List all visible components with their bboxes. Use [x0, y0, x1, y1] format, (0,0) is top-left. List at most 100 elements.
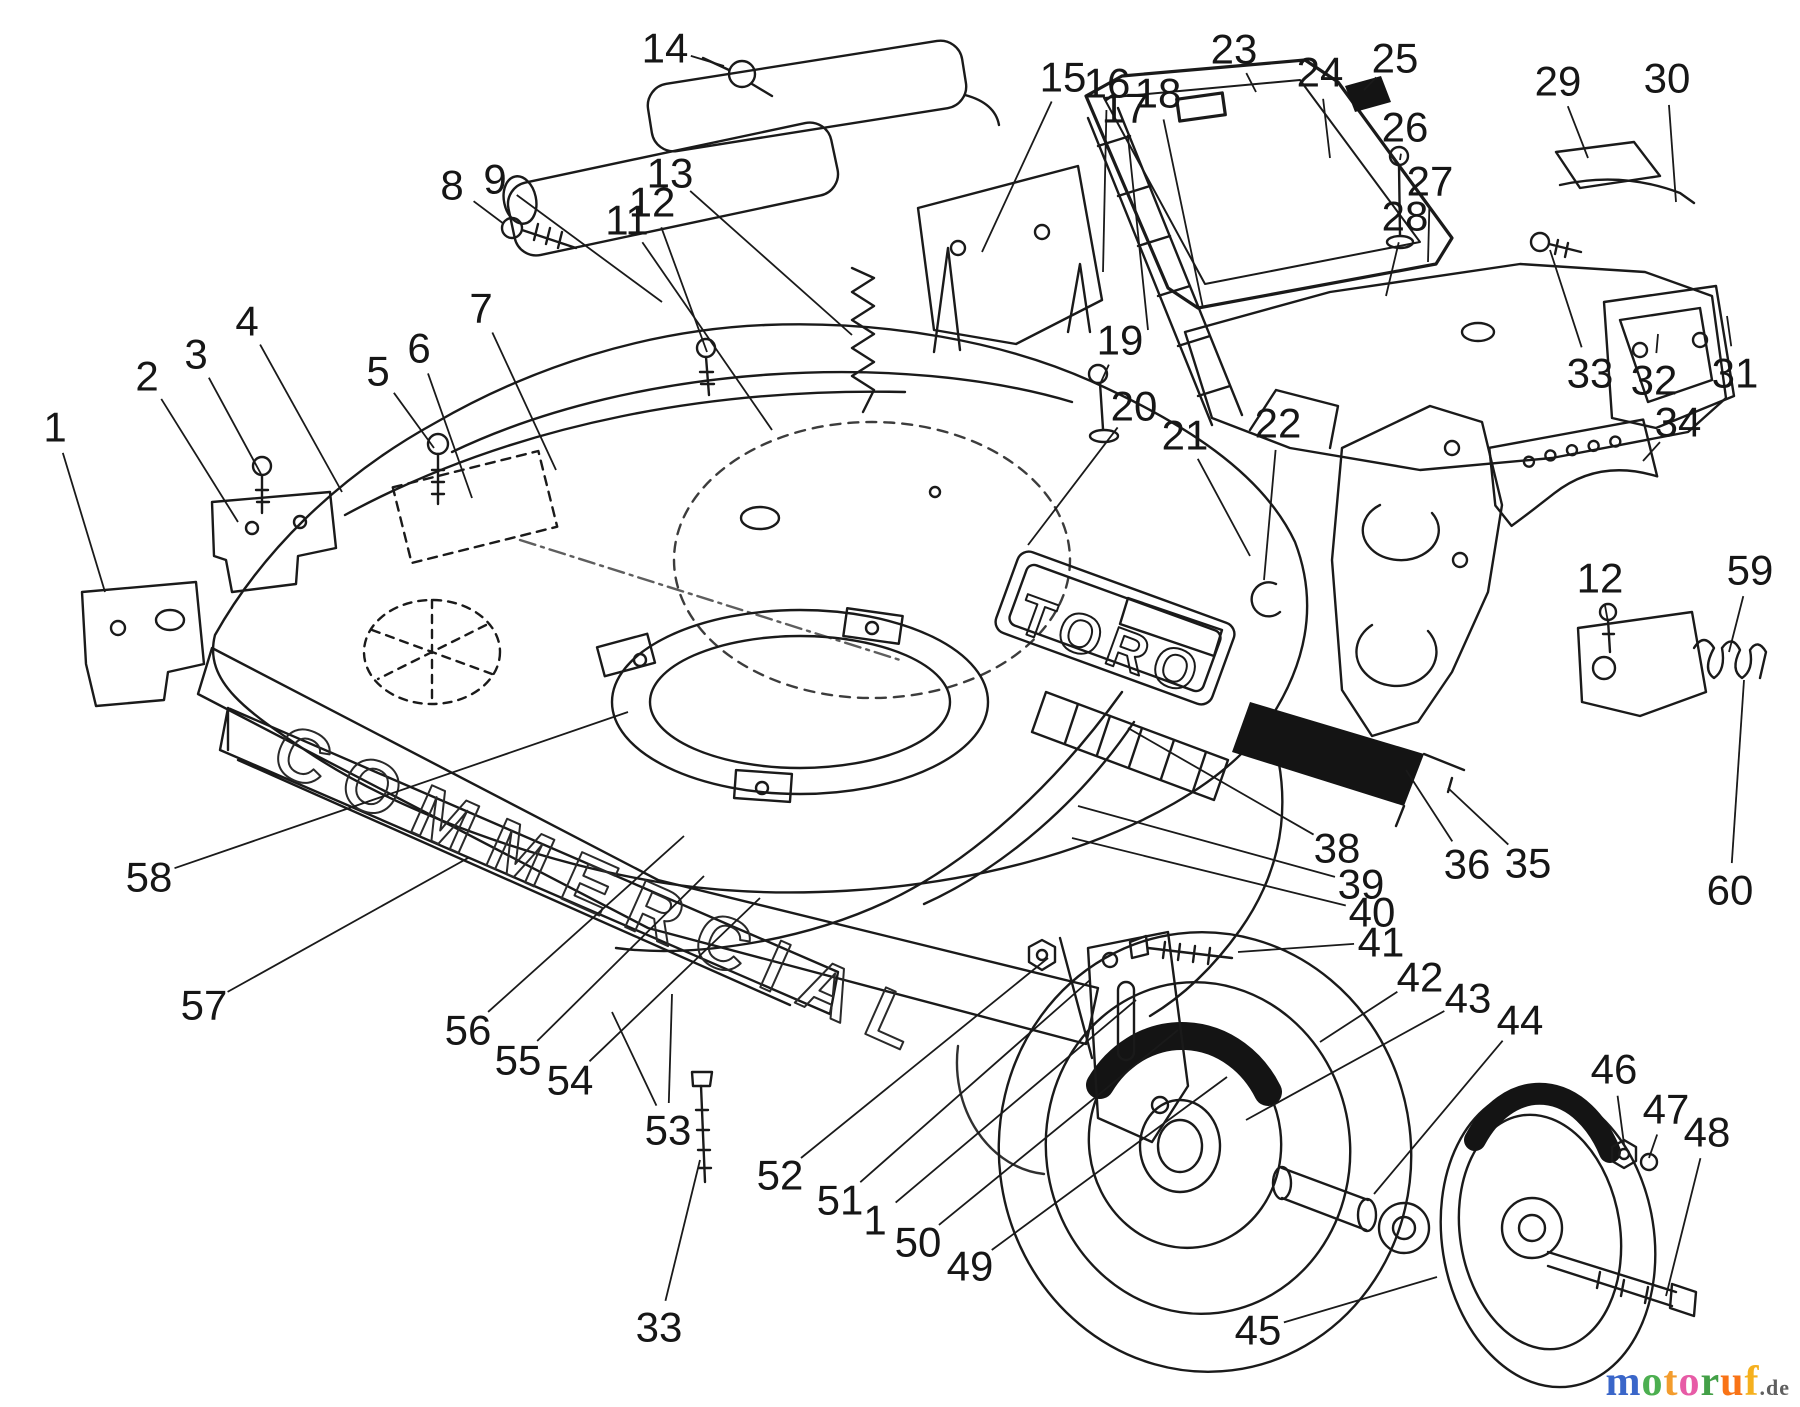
- watermark-letter: o: [1641, 1359, 1664, 1405]
- leader-line: [991, 1076, 1228, 1251]
- deck-fins: [932, 246, 1092, 354]
- mount-bracket-plate: [916, 164, 1104, 346]
- wheel-disc-outer: [1439, 1087, 1657, 1389]
- leader-line: [1616, 1095, 1625, 1145]
- screw-33-right: [1529, 231, 1583, 259]
- leader-line: [1100, 364, 1110, 383]
- leader-line: [1655, 333, 1659, 354]
- disc-hub: [1500, 1196, 1564, 1260]
- leader-line: [938, 1029, 1179, 1226]
- leader-line: [61, 452, 106, 593]
- part-number-label: 12: [1577, 555, 1624, 602]
- height-quadrant-34: [1488, 418, 1659, 528]
- part-number-label: 26: [1382, 104, 1429, 151]
- part-number-label: 44: [1497, 997, 1544, 1044]
- leader-line: [1566, 105, 1589, 159]
- leader-line: [1385, 242, 1400, 297]
- toro-logo-text: TORO: [1010, 582, 1208, 706]
- c-ring-22: [1250, 581, 1282, 618]
- screw-12-right: [1598, 602, 1618, 654]
- bumper-bar: [218, 706, 840, 1016]
- part-number-label: 49: [947, 1243, 994, 1290]
- leader-line: [1668, 104, 1677, 203]
- cover-notch: [1248, 388, 1340, 450]
- baffle-end-cap: [502, 175, 538, 225]
- deflector-roller-36: [1232, 702, 1424, 806]
- part-number-label: 34: [1655, 399, 1702, 446]
- leader-line: [1447, 787, 1509, 846]
- part-number-label: 28: [1382, 193, 1429, 240]
- leader-line: [487, 835, 685, 1013]
- tire-outer: [997, 931, 1413, 1373]
- part-number-label: 25: [1372, 35, 1419, 82]
- leader-line: [641, 241, 773, 431]
- rim-shadow: [1086, 1022, 1282, 1106]
- leader-line: [160, 398, 239, 523]
- blade-ring: [595, 607, 990, 804]
- leader-lines: [61, 55, 1745, 1324]
- leader-line: [259, 344, 343, 493]
- part-number-label: 36: [1444, 841, 1491, 888]
- leader-line: [689, 190, 853, 336]
- leader-line: [1077, 805, 1336, 878]
- part-number-label: 24: [1297, 49, 1344, 96]
- part-number-label: 15: [1040, 54, 1087, 101]
- part-number-label: 55: [495, 1037, 542, 1084]
- leader-line: [427, 373, 473, 499]
- part-number-label: 58: [126, 854, 173, 901]
- hub: [1138, 1098, 1222, 1194]
- part-number-label: 46: [1591, 1046, 1638, 1093]
- pulley-dashed: [362, 598, 502, 706]
- disc-bore: [1517, 1213, 1547, 1243]
- leader-line: [1245, 1010, 1445, 1121]
- watermark-letter: r: [1700, 1359, 1721, 1405]
- part-number-label: 57: [181, 982, 228, 1029]
- plate-dashed: [391, 449, 559, 565]
- leader-line: [1373, 1040, 1504, 1195]
- leader-line: [1399, 153, 1402, 161]
- control-cable: [614, 690, 1124, 953]
- part-number-label: 42: [1397, 954, 1444, 1001]
- adjuster-lever: [1058, 936, 1094, 1060]
- part-number-label: 50: [895, 1219, 942, 1266]
- hub-bore: [1156, 1118, 1204, 1174]
- leader-line: [1237, 942, 1355, 953]
- screw-12-small: [695, 337, 717, 397]
- control-cable-2: [922, 720, 1136, 906]
- bolt-26: [1385, 145, 1415, 250]
- leader-line: [1728, 595, 1745, 653]
- leader-line: [1726, 315, 1733, 347]
- engine-dome-dashed: [672, 420, 1072, 700]
- lower-baffle: [506, 121, 840, 257]
- leader-line: [1245, 72, 1257, 93]
- leader-line: [1102, 109, 1108, 273]
- disc-shadow: [1464, 1082, 1621, 1163]
- leader-line: [227, 857, 469, 993]
- part-number-label: 4: [235, 298, 258, 345]
- part-number-label: 11: [605, 197, 649, 244]
- deck-front-skirt: [196, 646, 1100, 1046]
- part-number-label: 1: [863, 1197, 886, 1244]
- leader-line: [1549, 249, 1583, 348]
- leader-line: [667, 993, 673, 1104]
- part-number-label: 59: [1727, 547, 1774, 594]
- leader-line: [1642, 441, 1661, 462]
- leader-line: [208, 377, 262, 475]
- leader-line: [895, 999, 1137, 1204]
- leader-line: [536, 875, 705, 1042]
- bracket-hole: [949, 239, 967, 257]
- bearing: [1377, 1201, 1431, 1255]
- diagram-artwork: TORO COMMERCIAL: [80, 39, 1768, 1389]
- tire-inner-wall: [1044, 980, 1352, 1316]
- leader-line: [1322, 98, 1331, 159]
- part-number-label: 41: [1358, 919, 1405, 966]
- deck-rear-edge: [1148, 720, 1284, 1018]
- part-number-label: 9: [483, 156, 506, 203]
- part-number-label: 3: [184, 331, 207, 378]
- part-number-label: 1: [43, 404, 66, 451]
- watermark-word: motoruf: [1605, 1359, 1759, 1405]
- rear-wheel-assembly: [997, 931, 1698, 1389]
